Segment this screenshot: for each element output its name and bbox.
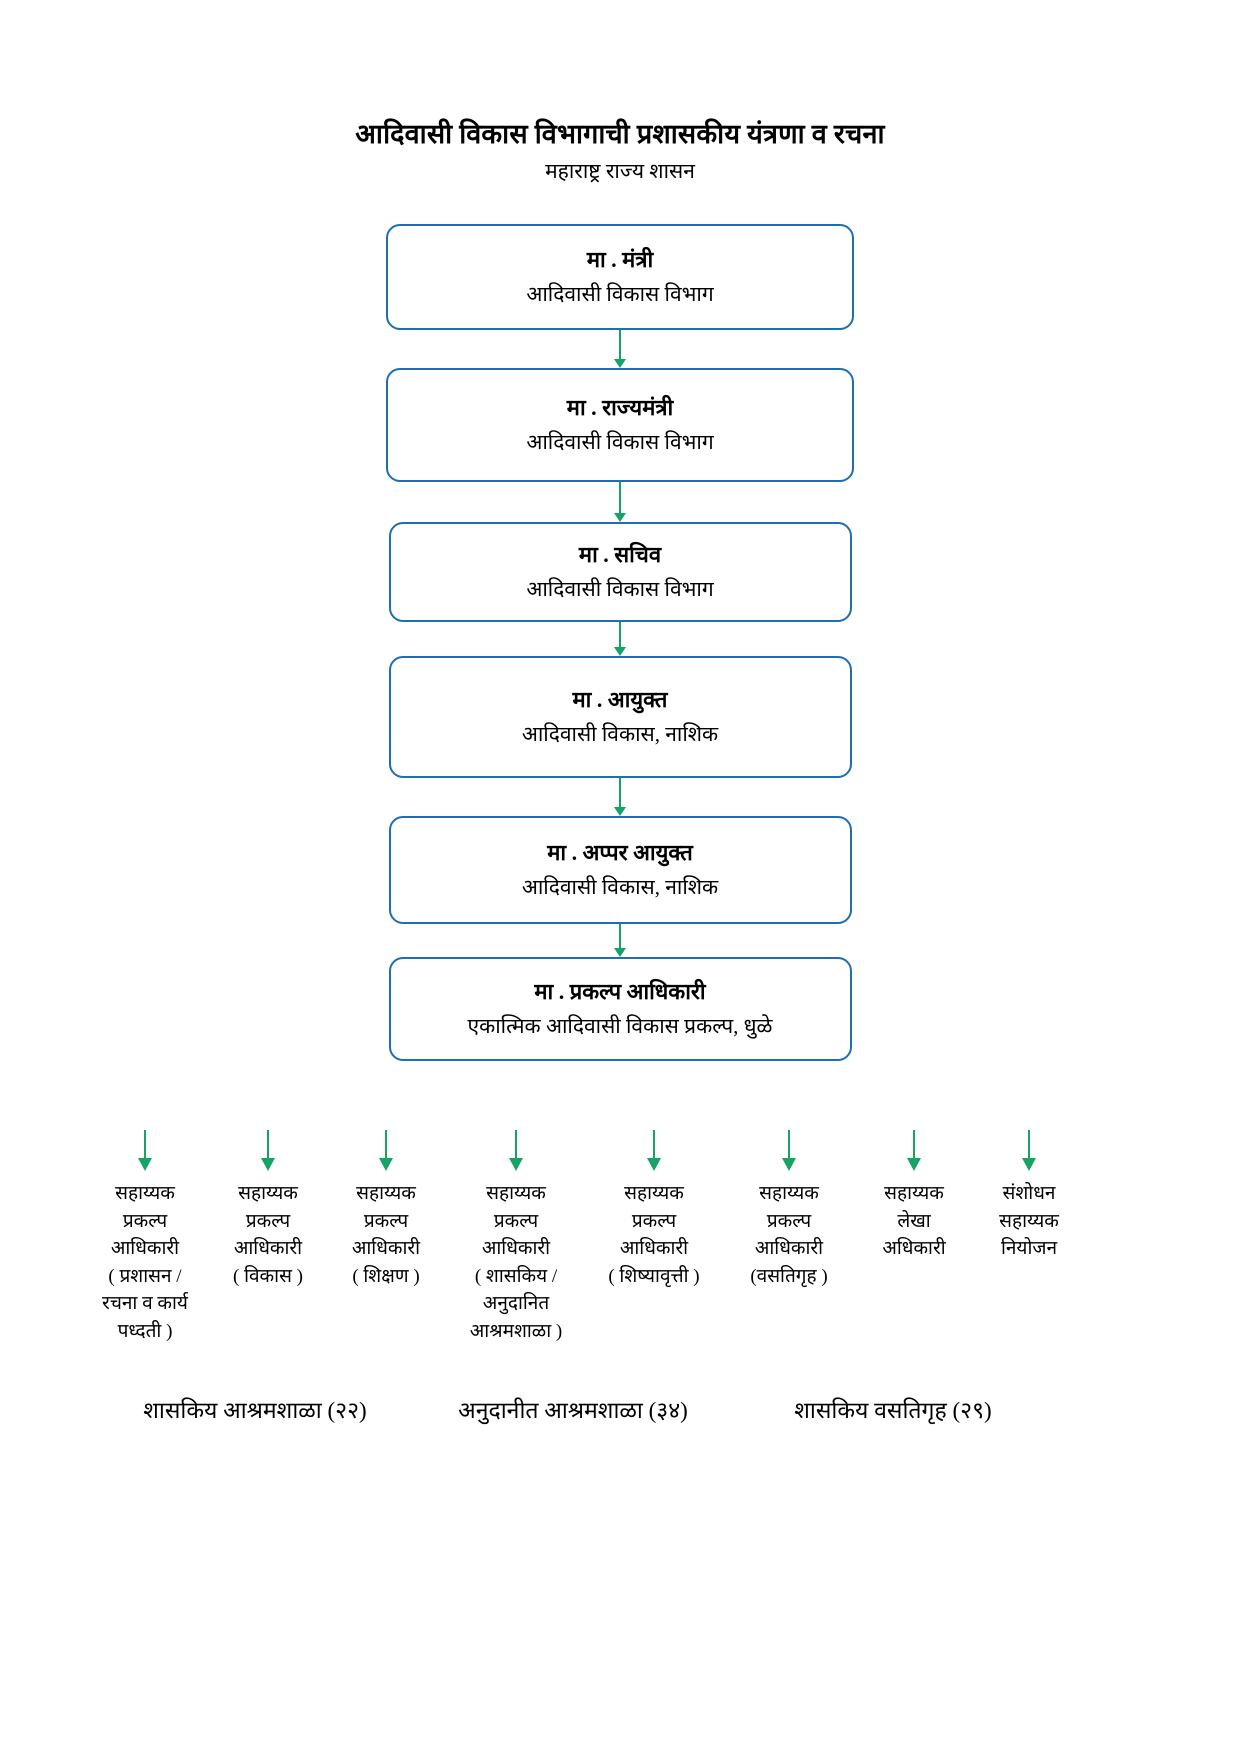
leaf-officer-label: सहाय्यक प्रकल्प आधिकारी ( शिष्यावृत्ती ): [608, 1183, 700, 1287]
node-dept: एकात्मिक आदिवासी विकास प्रकल्प, धुळे: [467, 1013, 773, 1038]
arrow-down-icon: [907, 1130, 921, 1172]
connector-1: [0, 330, 1240, 368]
leaf-officer-hostel[interactable]: सहाय्यक प्रकल्प आधिकारी (वसतिगृह ): [722, 1130, 856, 1290]
arrow-down-icon: [647, 1130, 661, 1172]
leaf-officer-research-planning[interactable]: संशोधन सहाय्यक नियोजन: [972, 1130, 1086, 1263]
arrow-down-icon: [613, 622, 627, 656]
node-wrapper-project-officer: मा . प्रकल्प आधिकारी एकात्मिक आदिवासी वि…: [0, 957, 1240, 1061]
node-wrapper-additional-commissioner: मा . अप्पर आयुक्त आदिवासी विकास, नाशिक: [0, 816, 1240, 924]
arrow-down-icon: [613, 778, 627, 816]
assistant-officers-row: सहाय्यक प्रकल्प आधिकारी ( प्रशासन / रचना…: [0, 1130, 1240, 1345]
footer-item-government-hostel: शासकिय वसतिगृह (२९): [794, 1398, 992, 1423]
footer-item-aided-ashramshala: अनुदानीत आश्रमशाळा (३४): [458, 1398, 688, 1423]
arrow-down-icon: [138, 1130, 152, 1172]
leaf-officer-label: सहाय्यक प्रकल्प आधिकारी ( शिक्षण ): [351, 1183, 421, 1287]
connector-3: [0, 622, 1240, 656]
page-title: आदिवासी विकास विभागाची प्रशासकीय यंत्रणा…: [355, 119, 885, 149]
node-state-minister[interactable]: मा . राज्यमंत्री आदिवासी विकास विभाग: [386, 368, 854, 482]
node-role: मा . अप्पर आयुक्त: [547, 840, 693, 866]
arrow-down-icon: [1022, 1130, 1036, 1172]
arrow-down-icon: [261, 1130, 275, 1172]
node-role: मा . प्रकल्प आधिकारी: [534, 979, 706, 1005]
connector-5: [0, 924, 1240, 957]
node-wrapper-commissioner: मा . आयुक्त आदिवासी विकास, नाशिक: [0, 656, 1240, 778]
leaf-officer-label: संशोधन सहाय्यक नियोजन: [999, 1183, 1059, 1260]
node-dept: आदिवासी विकास विभाग: [526, 281, 714, 306]
node-wrapper-secretary: मा . सचिव आदिवासी विकास विभाग: [0, 522, 1240, 622]
leaf-officer-scholarship[interactable]: सहाय्यक प्रकल्प आधिकारी ( शिष्यावृत्ती ): [586, 1130, 722, 1290]
leaf-officer-ashramshala[interactable]: सहाय्यक प्रकल्प आधिकारी ( शासकिय / अनुदा…: [446, 1130, 586, 1345]
leaf-officer-administration[interactable]: सहाय्यक प्रकल्प आधिकारी ( प्रशासन / रचना…: [80, 1130, 210, 1345]
arrow-down-icon: [613, 482, 627, 522]
node-wrapper-minister: मा . मंत्री आदिवासी विकास विभाग: [0, 224, 1240, 330]
node-secretary[interactable]: मा . सचिव आदिवासी विकास विभाग: [388, 522, 852, 622]
institution-counts-row: शासकिय आश्रमशाळा (२२) अनुदानीत आश्रमशाळा…: [0, 1396, 1240, 1426]
leaf-officer-label: सहाय्यक प्रकल्प आधिकारी ( विकास ): [233, 1183, 303, 1287]
node-dept: आदिवासी विकास, नाशिक: [521, 721, 719, 746]
arrow-down-icon: [509, 1130, 523, 1172]
node-role: मा . राज्यमंत्री: [566, 395, 674, 421]
leaf-officer-development[interactable]: सहाय्यक प्रकल्प आधिकारी ( विकास ): [210, 1130, 326, 1290]
leaf-officer-label: सहाय्यक लेखा अधिकारी: [882, 1183, 946, 1260]
node-project-officer[interactable]: मा . प्रकल्प आधिकारी एकात्मिक आदिवासी वि…: [388, 957, 852, 1061]
node-commissioner[interactable]: मा . आयुक्त आदिवासी विकास, नाशिक: [388, 656, 852, 778]
leaf-officer-education[interactable]: सहाय्यक प्रकल्प आधिकारी ( शिक्षण ): [326, 1130, 446, 1290]
leaf-officer-accounts[interactable]: सहाय्यक लेखा अधिकारी: [856, 1130, 972, 1263]
node-role: मा . मंत्री: [586, 247, 654, 273]
chart-header: आदिवासी विकास विभागाची प्रशासकीय यंत्रणा…: [0, 118, 1240, 184]
node-dept: आदिवासी विकास विभाग: [526, 429, 714, 454]
page-subtitle: महाराष्ट्र राज्य शासन: [545, 158, 695, 183]
connector-2: [0, 482, 1240, 522]
node-dept: आदिवासी विकास, नाशिक: [521, 874, 719, 899]
node-minister[interactable]: मा . मंत्री आदिवासी विकास विभाग: [386, 224, 854, 330]
node-dept: आदिवासी विकास विभाग: [526, 576, 714, 601]
connector-4: [0, 778, 1240, 816]
arrow-down-icon: [613, 924, 627, 957]
leaf-officer-label: सहाय्यक प्रकल्प आधिकारी ( प्रशासन / रचना…: [102, 1183, 188, 1342]
node-wrapper-state-minister: मा . राज्यमंत्री आदिवासी विकास विभाग: [0, 368, 1240, 482]
node-additional-commissioner[interactable]: मा . अप्पर आयुक्त आदिवासी विकास, नाशिक: [388, 816, 852, 924]
node-role: मा . आयुक्त: [572, 687, 668, 713]
hierarchy-chain: मा . मंत्री आदिवासी विकास विभाग मा . राज…: [0, 224, 1240, 1061]
node-role: मा . सचिव: [578, 542, 662, 568]
leaf-officer-label: सहाय्यक प्रकल्प आधिकारी ( शासकिय / अनुदा…: [469, 1183, 563, 1342]
leaf-officer-label: सहाय्यक प्रकल्प आधिकारी (वसतिगृह ): [750, 1183, 828, 1287]
arrow-down-icon: [782, 1130, 796, 1172]
footer-item-government-ashramshala: शासकिय आश्रमशाळा (२२): [143, 1398, 367, 1423]
arrow-down-icon: [613, 330, 627, 368]
arrow-down-icon: [379, 1130, 393, 1172]
